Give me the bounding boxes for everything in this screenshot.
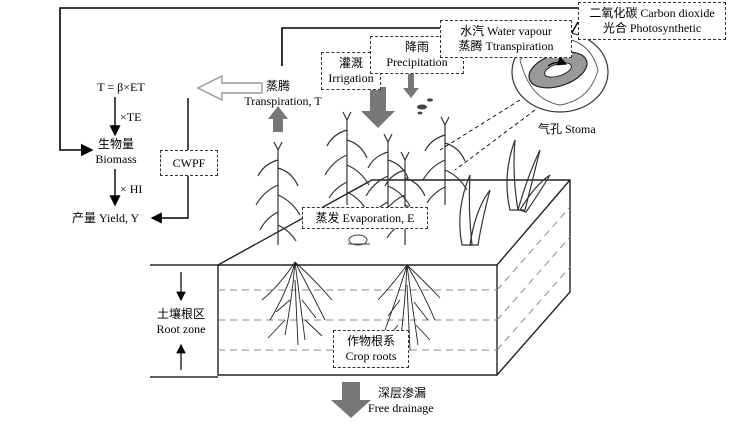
root-zone-bracket xyxy=(150,264,218,378)
co2-box: 二氧化碳 Carbon dioxide 光合 Photosynthetic xyxy=(578,2,726,40)
stoma-connectors xyxy=(439,99,536,171)
ttranspiration-label: 蒸腾 Ttranspiration xyxy=(458,39,554,53)
root-zone-label-zh: 土壤根区 xyxy=(156,307,205,321)
transpiration-label-en: Transpiration, T xyxy=(244,94,322,108)
soil-snail xyxy=(348,234,370,246)
crop-roots-label-en: Crop roots xyxy=(345,349,397,363)
drainage-label-en: Free drainage xyxy=(368,401,434,415)
biomass-label-zh: 生物量 xyxy=(97,137,134,151)
drainage-label-zh: 深层渗漏 xyxy=(378,386,427,400)
drainage-arrow xyxy=(331,382,371,418)
precipitation-arrow xyxy=(403,70,419,98)
formula-te: ×TE xyxy=(120,110,142,124)
formula-arrows xyxy=(109,97,189,224)
root-zone-label-en: Root zone xyxy=(156,322,206,336)
precipitation-label-zh: 降雨 xyxy=(404,40,429,54)
water-vapour-box: 水汽 Water vapour 蒸腾 Ttranspiration xyxy=(440,20,572,58)
irrigation-label-zh: 灌溉 xyxy=(338,56,363,70)
formula-transpiration: T = β×ET xyxy=(97,80,145,94)
cwpf-box: CWPF xyxy=(160,150,218,176)
hollow-left-arrow xyxy=(196,74,263,102)
crop-roots-left xyxy=(261,261,333,346)
photosynthetic-label: 光合 Photosynthetic xyxy=(602,21,702,35)
crop-roots-label-zh: 作物根系 xyxy=(346,334,395,348)
yield-label: 产量 Yield, Y xyxy=(72,211,140,225)
formula-hi: × HI xyxy=(120,182,143,196)
irrigation-label-en: Irrigation xyxy=(328,71,374,85)
feedback-line-co2 xyxy=(59,7,578,157)
irrigation-arrow xyxy=(361,87,395,128)
transpiration-label-zh: 蒸腾 xyxy=(265,79,290,93)
rain-drops xyxy=(417,98,433,115)
cwpf-label: CWPF xyxy=(172,156,206,170)
evaporation-box: 蒸发 Evaporation, E xyxy=(302,207,428,229)
feedback-line-vapour xyxy=(281,27,440,66)
co2-label: 二氧化碳 Carbon dioxide xyxy=(589,6,715,20)
precipitation-label-en: Precipitation xyxy=(386,55,448,69)
biomass-label-en: Biomass xyxy=(95,152,137,166)
soil-layers xyxy=(218,206,571,351)
water-vapour-label: 水汽 Water vapour xyxy=(460,24,552,38)
crop-roots-box: 作物根系 Crop roots xyxy=(333,330,409,368)
stoma-label: 气孔 Stoma xyxy=(538,122,596,136)
transpiration-arrow xyxy=(268,106,288,132)
leaf-blades xyxy=(459,139,551,246)
evaporation-label: 蒸发 Evaporation, E xyxy=(315,211,415,225)
maize-plants xyxy=(255,111,468,245)
